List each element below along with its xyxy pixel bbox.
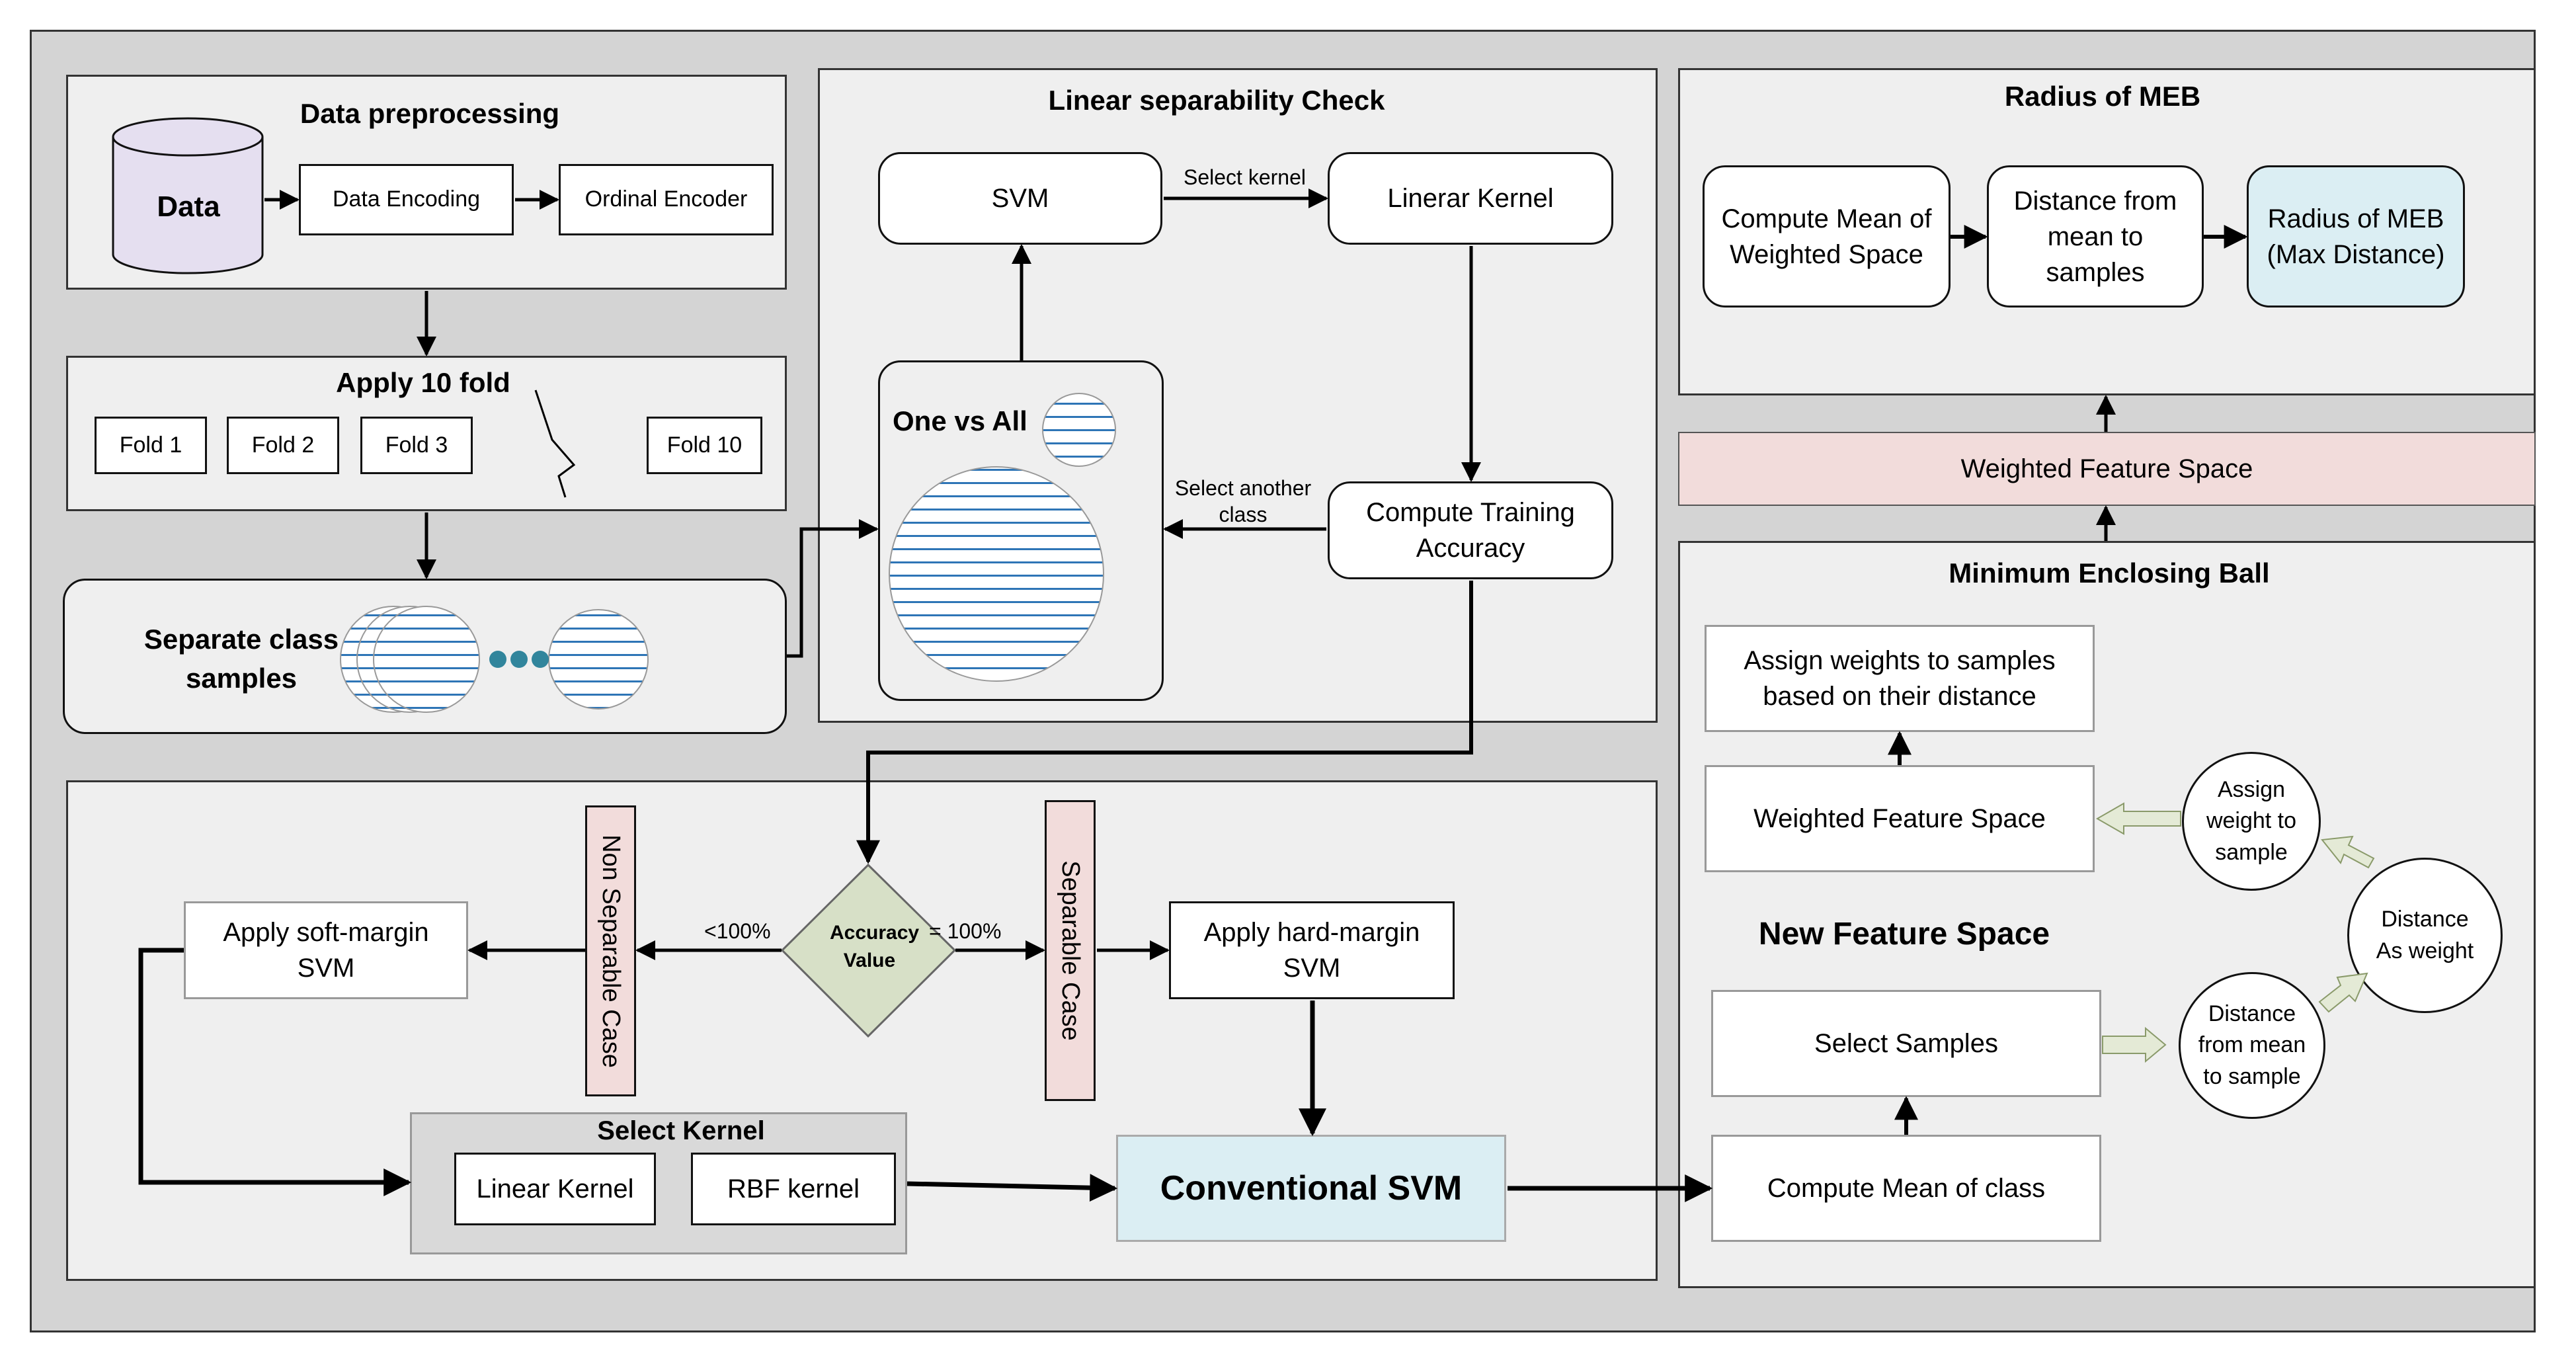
database-icon	[112, 117, 264, 274]
assign-weights-box: Assign weights to samples based on their…	[1705, 625, 2095, 732]
equal-100-label: = 100%	[929, 919, 1002, 943]
radius-max-distance-box: Radius of MEB (Max Distance)	[2247, 165, 2465, 307]
select-kernel-label: Select kernel	[1184, 165, 1306, 189]
linear-kernel-box: Linerar Kernel	[1328, 152, 1613, 245]
separable-case-label: Separable Case	[1045, 800, 1096, 1101]
svm-box: SVM	[878, 152, 1162, 245]
conventional-svm-box: Conventional SVM	[1116, 1135, 1506, 1242]
fold-box: Fold 3	[360, 417, 473, 474]
distance-mean-sample-circle: Distance from mean to sample	[2179, 972, 2325, 1119]
hard-margin-svm-box: Apply hard-margin SVM	[1169, 901, 1455, 999]
data-preprocessing-title: Data preprocessing	[300, 98, 560, 129]
compute-mean-class-box: Compute Mean of class	[1711, 1135, 2101, 1242]
compute-training-accuracy-box: Compute Training Accuracy	[1328, 481, 1613, 579]
select-samples-box: Select Samples	[1711, 990, 2101, 1097]
non-separable-case-label: Non Separable Case	[585, 805, 636, 1096]
rbf-kernel-option-box: RBF kernel	[691, 1153, 896, 1225]
ten-fold-title: Apply 10 fold	[336, 367, 510, 398]
new-feature-space-label: New Feature Space	[1758, 917, 2050, 952]
minimum-enclosing-ball-title: Minimum Enclosing Ball	[1949, 557, 2270, 589]
fold-box: Fold 10	[647, 417, 762, 474]
compute-mean-weighted-box: Compute Mean of Weighted Space	[1703, 165, 1951, 307]
less-than-100-label: <100%	[704, 919, 771, 943]
separate-class-label: Separate class samples	[143, 624, 339, 694]
fold-box: Fold 1	[95, 417, 207, 474]
radius-of-meb-title: Radius of MEB	[2004, 81, 2201, 112]
soft-margin-svm-box: Apply soft-margin SVM	[184, 901, 468, 999]
linear-separability-title: Linear separability Check	[1048, 85, 1385, 116]
linear-kernel-option-box: Linear Kernel	[454, 1153, 656, 1225]
ordinal-encoder-box: Ordinal Encoder	[559, 164, 774, 235]
data-encoding-box: Data Encoding	[299, 164, 514, 235]
distance-as-weight-circle: Distance As weight	[2347, 858, 2503, 1013]
select-kernel-title: Select Kernel	[597, 1116, 765, 1145]
one-vs-all-label: One vs All	[893, 405, 1027, 436]
weighted-feature-space-box: Weighted Feature Space	[1705, 765, 2095, 872]
assign-weight-circle: Assign weight to sample	[2182, 752, 2321, 891]
accuracy-value-label: Accuracy Value	[830, 922, 920, 971]
select-another-class-label: Select another class	[1174, 476, 1312, 526]
data-label: Data	[157, 190, 220, 223]
weighted-feature-space-bar: Weighted Feature Space	[1678, 432, 2536, 506]
accuracy-decision-diamond	[780, 863, 957, 1038]
distance-mean-samples-box: Distance from mean to samples	[1987, 165, 2204, 307]
fold-box: Fold 2	[227, 417, 339, 474]
